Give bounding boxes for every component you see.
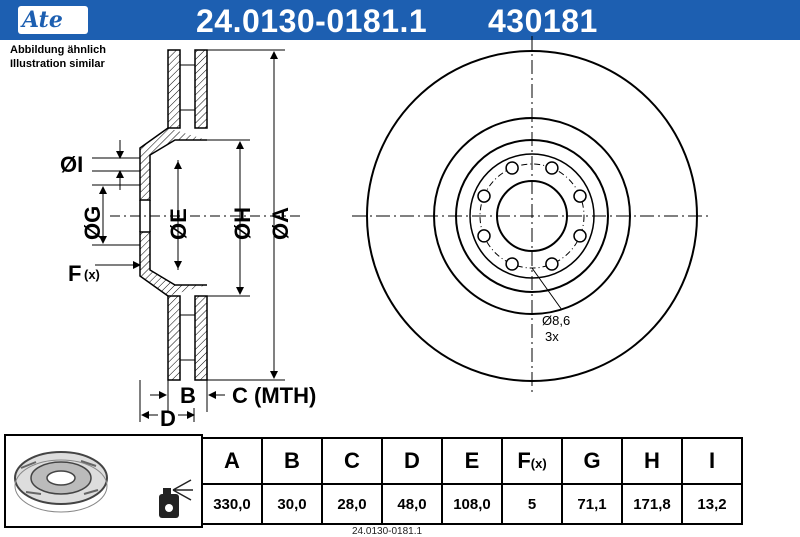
header-f: F(x)	[501, 437, 563, 485]
bolt-hole	[505, 257, 519, 271]
value-c: 28,0	[321, 483, 383, 525]
hat-lower	[139, 231, 207, 297]
part-number: 24.0130-0181.1	[196, 3, 428, 39]
bolt-hole	[505, 161, 519, 175]
dim-label-d: D	[160, 406, 176, 430]
value-f: 5	[501, 483, 563, 525]
dim-label-h: ØH	[230, 207, 255, 240]
header-f-sub: (x)	[530, 456, 547, 471]
brake-disc-icon	[14, 451, 108, 513]
dim-label-e: ØE	[166, 208, 191, 240]
dim-label-i: ØI	[60, 152, 83, 177]
dim-label-f: F	[68, 261, 81, 286]
header-bar: Ate 24.0130-0181.1 430181	[0, 0, 800, 40]
header-d: D	[381, 437, 443, 485]
note-english: Illustration similar	[10, 58, 105, 70]
technical-drawing: ØI ØG ØE ØH ØA F (x) B C (M	[60, 36, 712, 430]
bolt-hole	[545, 161, 559, 175]
upper-outer-ring	[167, 49, 181, 129]
header-g: G	[561, 437, 623, 485]
bolt-hole	[573, 229, 587, 243]
product-icon-box	[4, 434, 203, 528]
header-c: C	[321, 437, 383, 485]
header-a: A	[201, 437, 263, 485]
ate-logo: Ate	[18, 6, 88, 34]
header-e: E	[441, 437, 503, 485]
value-g: 71,1	[561, 483, 623, 525]
specs-table: A B C D E F(x) G H I 330,0 30,0 28,0 48,…	[201, 437, 743, 525]
bolt-holes	[477, 161, 587, 271]
value-d: 48,0	[381, 483, 443, 525]
bolt-hole	[477, 189, 491, 203]
value-h: 171,8	[621, 483, 683, 525]
value-i: 13,2	[681, 483, 743, 525]
front-view: Ø8,6 3x	[352, 36, 712, 396]
dim-label-g: ØG	[80, 206, 105, 240]
footer-part-number: 24.0130-0181.1	[352, 526, 423, 537]
header-b: B	[261, 437, 323, 485]
value-e: 108,0	[441, 483, 503, 525]
short-number: 430181	[488, 3, 598, 39]
bolt-hole	[545, 257, 559, 271]
spray-can-icon	[159, 479, 193, 518]
dim-label-b: B	[180, 383, 196, 408]
note-german: Abbildung ähnlich	[10, 44, 106, 56]
dim-label-a: ØA	[268, 207, 293, 240]
bolt-hole	[573, 189, 587, 203]
cross-section-view: ØI ØG ØE ØH ØA F (x) B C (M	[60, 49, 316, 430]
hole-diameter-label: Ø8,6	[542, 313, 570, 328]
value-a: 330,0	[201, 483, 263, 525]
value-b: 30,0	[261, 483, 323, 525]
upper-inner-ring	[194, 49, 208, 129]
hat-upper	[139, 127, 207, 201]
lower-outer-ring	[167, 295, 181, 381]
header-f-main: F	[517, 448, 531, 473]
bolt-hole	[477, 229, 491, 243]
hole-count-label: 3x	[545, 329, 559, 344]
specs-value-row: 330,0 30,0 28,0 48,0 108,0 5 71,1 171,8 …	[201, 483, 743, 525]
lower-inner-ring	[194, 295, 208, 381]
header-h: H	[621, 437, 683, 485]
specs-header-row: A B C D E F(x) G H I	[201, 437, 743, 485]
dim-label-f-sub: (x)	[84, 267, 100, 282]
header-i: I	[681, 437, 743, 485]
logo-text: Ate	[22, 7, 63, 33]
dim-label-c: C (MTH)	[232, 383, 316, 408]
